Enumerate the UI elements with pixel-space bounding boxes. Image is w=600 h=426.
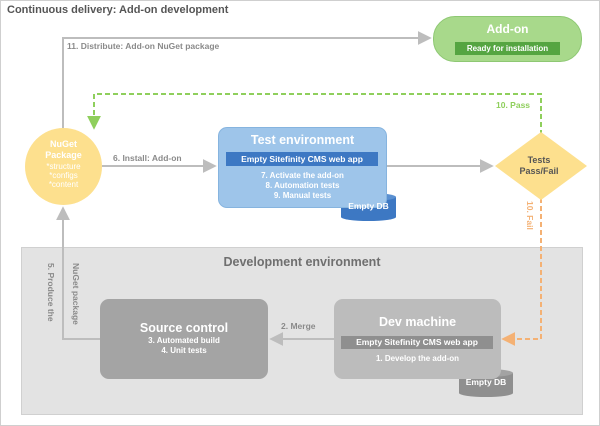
- distribute-label: 11. Distribute: Add-on NuGet package: [67, 41, 220, 51]
- test-environment-node: Test environment Empty Sitefinity CMS we…: [218, 127, 387, 208]
- development-environment-label: Development environment: [223, 255, 381, 269]
- test-db-label: Empty DB: [348, 201, 389, 211]
- test-step: 9. Manual tests: [273, 191, 332, 200]
- addon-title: Add-on: [486, 22, 529, 36]
- merge-label: 2. Merge: [281, 321, 316, 331]
- dev-db-label: Empty DB: [465, 377, 507, 387]
- fail-arrow: [501, 198, 542, 346]
- pass-label: 10. Pass: [496, 100, 531, 110]
- addon-status: Ready for installation: [455, 42, 560, 55]
- dev-machine-node: Dev machine Empty Sitefinity CMS web app…: [334, 299, 501, 379]
- source-control-node: Source control 3. Automated build 4. Uni…: [100, 299, 268, 379]
- produce-label-line2: NuGet package: [71, 263, 81, 325]
- dev-machine-step: 1. Develop the add-on: [375, 354, 460, 363]
- dev-machine-title: Dev machine: [378, 315, 457, 329]
- test-step: 8. Automation tests: [265, 181, 340, 190]
- nuget-item: *structure: [46, 162, 81, 171]
- diagram-title: Continuous delivery: Add-on development: [7, 4, 229, 16]
- test-environment-app: Empty Sitefinity CMS web app: [226, 152, 378, 166]
- test-step: 7. Activate the add-on: [261, 171, 344, 180]
- distribute-arrow: [62, 31, 432, 128]
- nuget-item: *content: [48, 180, 79, 189]
- produce-arrow: [56, 206, 100, 340]
- nuget-package-node: NuGet Package *structure *configs *conte…: [25, 128, 102, 205]
- dev-machine-app: Empty Sitefinity CMS web app: [341, 336, 493, 349]
- test-environment-title: Test environment: [250, 133, 355, 147]
- tests-decision-label: Tests Pass/Fail: [499, 155, 579, 177]
- nuget-title-line1: NuGet: [50, 139, 77, 149]
- source-control-step: 4. Unit tests: [161, 346, 207, 355]
- tests-label-line1: Tests: [527, 155, 551, 165]
- pass-arrow: [87, 93, 542, 135]
- produce-label-line1: 5. Produce the: [46, 263, 56, 322]
- nuget-title-line2: Package: [45, 150, 82, 160]
- source-control-steps: 3. Automated build 4. Unit tests: [100, 336, 268, 356]
- nuget-title: NuGet Package: [25, 139, 102, 161]
- test-environment-steps: 7. Activate the add-on 8. Automation tes…: [219, 171, 386, 201]
- addon-node: Add-on Ready for installation: [433, 16, 582, 62]
- tests-label-line2: Pass/Fail: [519, 166, 559, 176]
- nuget-items: *structure *configs *content: [25, 162, 102, 189]
- nuget-item: *configs: [49, 171, 78, 180]
- fail-label: 10. Fail: [525, 201, 535, 230]
- tests-decision-diamond: [495, 132, 587, 200]
- source-control-step: 3. Automated build: [148, 336, 220, 345]
- install-label: 6. Install: Add-on: [113, 153, 182, 163]
- source-control-title: Source control: [139, 321, 229, 335]
